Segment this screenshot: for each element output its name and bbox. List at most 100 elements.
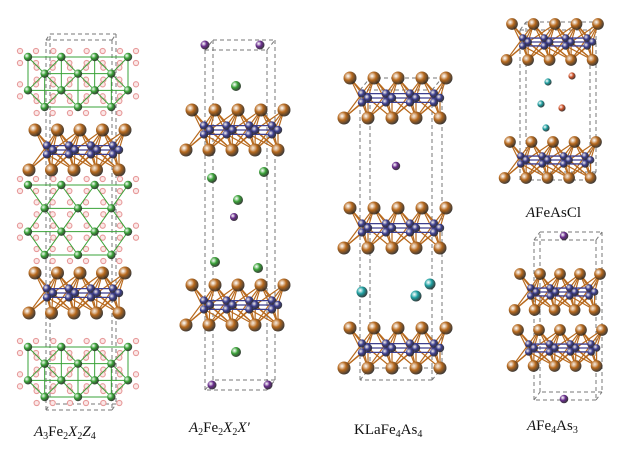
spacer-cation-atom <box>123 227 133 236</box>
spacer-bond <box>110 231 129 256</box>
pnictogen-atom <box>337 111 351 125</box>
pnictogen-atom <box>202 143 216 157</box>
iron-atom <box>527 292 535 300</box>
iron-atom <box>429 228 439 237</box>
chalcogen-atom <box>16 337 24 345</box>
iron-atom <box>411 223 421 233</box>
spacer-cation-atom <box>73 250 83 260</box>
spacer-cation-atom <box>107 250 116 260</box>
iron-atom <box>64 293 74 302</box>
iron-atom <box>405 339 415 348</box>
spacer-cation-atom <box>123 342 133 352</box>
iron-atom <box>530 344 538 352</box>
chalcogen-atom <box>49 211 56 218</box>
chalcogen-atom <box>132 175 140 183</box>
pnictogen-atom <box>361 111 375 125</box>
iron-atom <box>222 121 231 130</box>
iron-atom <box>588 38 597 46</box>
pnictogen-atom <box>409 111 423 125</box>
chalcogen-atom <box>32 222 40 229</box>
iron-atom <box>357 98 367 107</box>
spacer-cation-atom <box>57 342 66 352</box>
iron-atom <box>545 348 554 356</box>
chalcogen-atom <box>82 199 90 206</box>
chalcogen-atom <box>66 234 73 241</box>
pnictogen-atom <box>96 123 109 137</box>
caption-part: 2 <box>232 427 238 438</box>
pnictogen-atom <box>594 268 606 280</box>
pnictogen-atom <box>67 163 81 177</box>
iron-atom <box>592 344 601 352</box>
unit-cell-edge <box>359 77 371 91</box>
pnictogen-atom <box>367 71 381 85</box>
chalcogen-atom <box>33 245 40 253</box>
pnictogen-atom <box>586 54 599 66</box>
caption-part: Fe <box>536 418 552 434</box>
pnictogen-atom <box>439 201 453 215</box>
pnictogen-atom <box>548 304 561 316</box>
iron-atom <box>70 145 80 155</box>
iron-atom <box>517 160 525 168</box>
iron-atom <box>114 288 124 298</box>
pnictogen-atom <box>337 241 351 255</box>
unit-cell-edge <box>45 403 51 411</box>
iron-atom <box>48 288 58 298</box>
unit-cell-edge <box>533 391 541 401</box>
spacer-bond <box>94 231 112 256</box>
iron-atom <box>42 150 52 159</box>
spacer-bond <box>60 184 79 209</box>
pnictogen-atom <box>439 71 453 85</box>
iron-atom <box>527 284 535 292</box>
chalcogen-atom <box>33 109 40 117</box>
spacer-bond <box>77 231 96 256</box>
chalcogen-atom <box>132 371 140 378</box>
pnictogen-atom <box>565 54 577 66</box>
unit-cell-edge <box>359 367 371 381</box>
spacer-bond <box>44 231 62 256</box>
spacer-cation-atom <box>90 52 99 62</box>
chalcogen-atom <box>16 47 24 55</box>
chalcogen-atom <box>116 222 124 229</box>
iron-atom <box>108 141 118 150</box>
spacer-cation-atom <box>107 69 116 78</box>
pnictogen-atom <box>533 324 545 336</box>
iron-atom <box>387 93 397 103</box>
chalcogen-atom <box>66 211 74 218</box>
pnictogen-atom <box>409 361 423 375</box>
chalcogen-atom <box>66 245 74 253</box>
spacer-bond <box>94 207 112 233</box>
pnictogen-atom <box>549 18 561 30</box>
iron-atom <box>64 284 74 293</box>
pnictogen-atom <box>179 143 193 157</box>
iron-atom <box>519 34 527 42</box>
chalcogen-atom <box>66 222 73 229</box>
pnictogen-atom <box>112 306 126 320</box>
iron-atom <box>199 305 209 314</box>
pnictogen-atom <box>433 361 447 375</box>
iron-atom <box>565 156 573 164</box>
pnictogen-atom <box>385 111 399 125</box>
pnictogen-atom <box>45 306 58 320</box>
iron-atom <box>411 343 421 353</box>
chalcogen-atom <box>66 47 73 55</box>
pnictogen-atom <box>179 318 193 332</box>
chalcogen-atom <box>132 337 140 345</box>
unit-cell-edge <box>533 231 541 241</box>
iron-atom <box>405 98 415 107</box>
iron-atom <box>540 34 549 42</box>
iron-atom <box>565 284 574 292</box>
iron-atom <box>387 223 397 233</box>
pnictogen-atom <box>506 360 519 372</box>
iron-atom <box>245 296 254 305</box>
spacer-cation-atom <box>40 392 49 402</box>
caption-part: KLaFe <box>354 422 396 438</box>
spacer-bond <box>77 207 96 233</box>
pnictogen-atom <box>570 18 583 30</box>
pnictogen-atom <box>343 321 357 335</box>
alkali-atom <box>559 394 569 404</box>
unit-cell-edge <box>111 403 117 411</box>
pnictogen-atom <box>248 143 262 157</box>
spacer-cation-atom <box>123 180 133 190</box>
iron-atom <box>583 34 591 42</box>
